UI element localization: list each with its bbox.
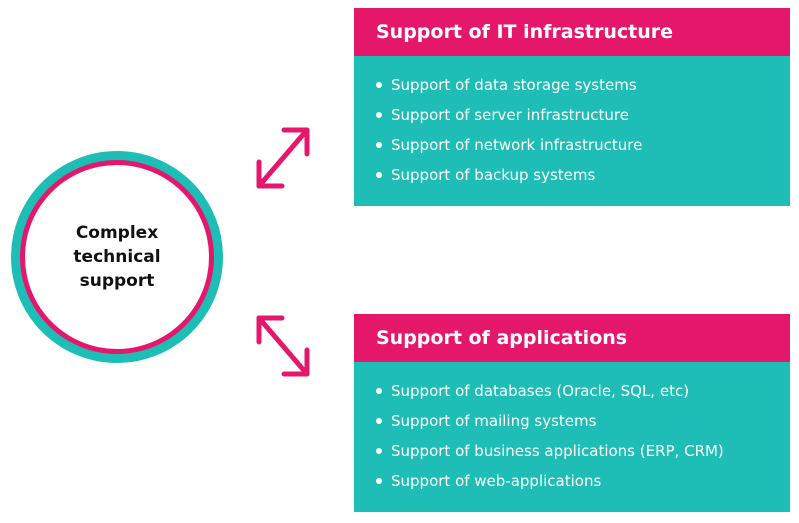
list-item-label: Support of data storage systems [391,76,637,94]
list-item: Support of mailing systems [376,406,790,436]
bullet-dot-icon [376,172,382,178]
list-item: Support of data storage systems [376,70,790,100]
bullet-list: Support of databases (Oracle, SQL, etc) … [376,376,790,496]
list-item-label: Support of network infrastructure [391,136,643,154]
list-item: Support of backup systems [376,160,790,190]
list-item-label: Support of business applications (ERP, C… [391,442,724,460]
panel-title: Support of applications [354,314,790,362]
center-circle-label: Complex technical support [73,223,161,291]
list-item-label: Support of backup systems [391,166,596,184]
list-item: Support of business applications (ERP, C… [376,436,790,466]
panel-title: Support of IT infrastructure [354,8,790,56]
bullet-dot-icon [376,142,382,148]
bullet-dot-icon [376,448,382,454]
panel-body: Support of databases (Oracle, SQL, etc) … [354,362,790,512]
list-item-label: Support of mailing systems [391,412,597,430]
panel-applications: Support of applications Support of datab… [354,314,790,512]
bullet-dot-icon [376,82,382,88]
list-item: Support of web-applications [376,466,790,496]
bullet-dot-icon [376,112,382,118]
panel-body: Support of data storage systems Support … [354,56,790,206]
bullet-dot-icon [376,478,382,484]
list-item-label: Support of databases (Oracle, SQL, etc) [391,382,690,400]
double-arrow-diagonal-down-icon [256,315,310,377]
bullet-dot-icon [376,418,382,424]
double-arrow-diagonal-up-icon [256,127,310,189]
list-item: Support of databases (Oracle, SQL, etc) [376,376,790,406]
bullet-list: Support of data storage systems Support … [376,70,790,190]
list-item: Support of server infrastructure [376,100,790,130]
list-item-label: Support of web-applications [391,472,602,490]
bullet-dot-icon [376,388,382,394]
list-item: Support of network infrastructure [376,130,790,160]
panel-it-infrastructure: Support of IT infrastructure Support of … [354,8,790,206]
list-item-label: Support of server infrastructure [391,106,629,124]
center-circle: Complex technical support [25,165,209,349]
